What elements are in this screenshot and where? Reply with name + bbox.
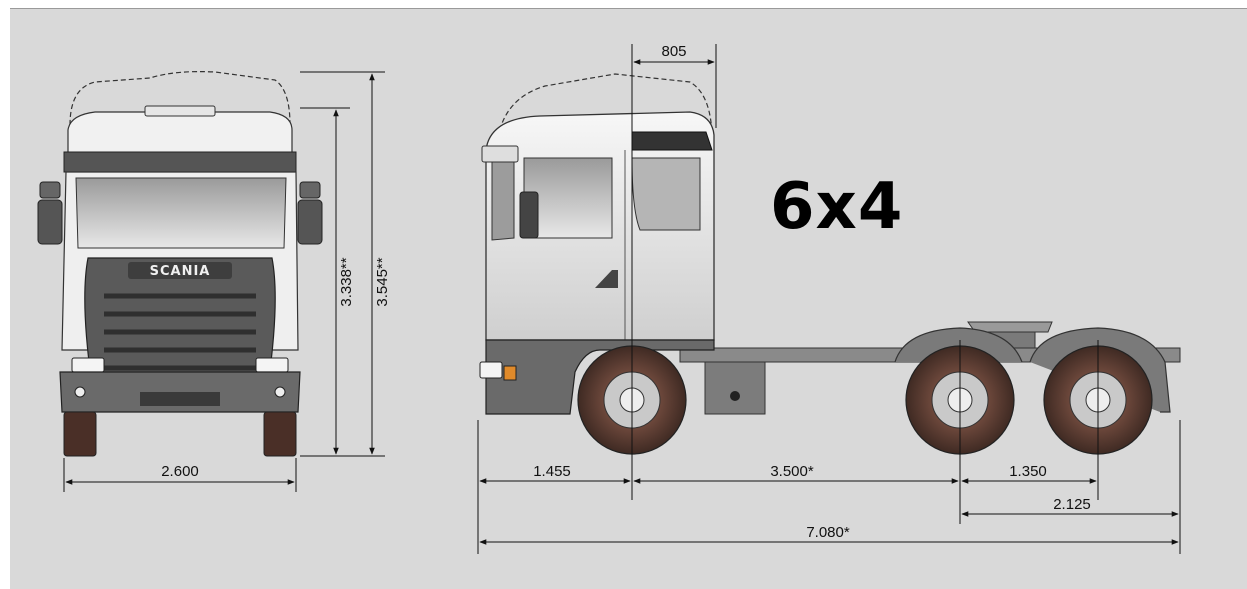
dim-roof-overhang: 805	[661, 43, 686, 60]
front-view-truck: SCANIA	[37, 71, 323, 457]
front-left-tire	[63, 411, 97, 457]
dim-bogie-spacing: 1.350	[1009, 463, 1047, 480]
sun-visor	[63, 151, 297, 173]
front-dimension-lines	[63, 71, 385, 492]
rear-side-window	[631, 157, 701, 231]
side-dimension-lines	[479, 59, 1179, 545]
dim-height-with-roof: 3.545**	[374, 257, 391, 306]
brand-badge: SCANIA	[150, 264, 211, 279]
left-headlight	[71, 357, 105, 373]
dim-overall-width: 2.600	[161, 463, 199, 480]
roof-spoiler	[631, 131, 713, 151]
dim-cab-height: 3.338**	[338, 257, 355, 306]
right-headlight	[255, 357, 289, 373]
side-raised-roof-outline	[497, 73, 713, 141]
right-mirror	[297, 199, 323, 245]
dim-overall-length: 7.080*	[806, 524, 850, 541]
left-mirror	[37, 199, 63, 245]
dim-wheelbase: 3.500*	[770, 463, 814, 480]
front-roof	[67, 111, 293, 156]
mudguard-mid	[894, 327, 1023, 363]
axle-configuration-label: 6x4	[770, 170, 903, 244]
raised-roof-outline	[69, 71, 291, 126]
side-reference-lines	[477, 44, 1181, 554]
front-right-tire	[263, 411, 297, 457]
dim-front-overhang: 1.455	[533, 463, 571, 480]
side-mirror	[519, 191, 539, 239]
fuel-tank	[704, 361, 766, 415]
dim-rear-overhang: 2.125	[1053, 496, 1091, 513]
side-view-truck	[479, 73, 1181, 455]
windshield	[75, 177, 287, 249]
